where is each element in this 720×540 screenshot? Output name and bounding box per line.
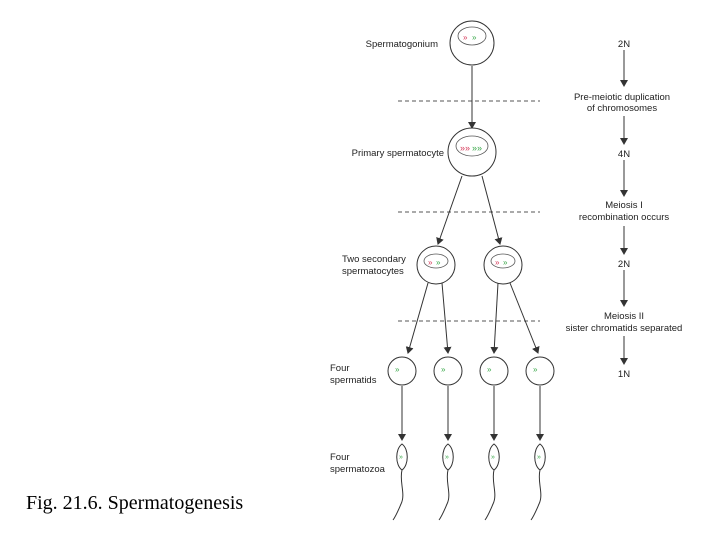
ploidy-secondary: 2N xyxy=(618,259,630,270)
svg-text:»: » xyxy=(463,33,468,42)
spermatozoon xyxy=(530,443,546,521)
primary-spermatocyte-cell: »» »» xyxy=(447,127,497,177)
event-duplication-line1: Pre-meiotic duplication xyxy=(574,92,670,103)
event-meiosis1-line1: Meiosis I xyxy=(605,200,642,211)
spermatid-cell: » xyxy=(387,356,417,386)
label-secondary-line2: spermatocytes xyxy=(342,266,404,277)
svg-text:»: » xyxy=(495,258,500,267)
event-duplication-line2: of chromosomes xyxy=(587,103,657,114)
svg-text:»: » xyxy=(487,365,492,374)
svg-text:»: » xyxy=(491,454,495,461)
label-spermatozoa-line1: Four xyxy=(330,452,350,463)
svg-text:»: » xyxy=(503,258,508,267)
secondary-spermatocyte-cell: » » xyxy=(483,245,523,285)
label-spermatozoa-line2: spermatozoa xyxy=(330,464,386,475)
lineage-arrows xyxy=(398,66,544,441)
label-secondary-line1: Two secondary xyxy=(342,254,406,265)
svg-text:»: » xyxy=(428,258,433,267)
secondary-spermatocyte-cell: » » xyxy=(416,245,456,285)
spermatozoon xyxy=(484,443,500,521)
spermatid-cell: » xyxy=(433,356,463,386)
label-spermatids-line2: spermatids xyxy=(330,375,377,386)
svg-text:»: » xyxy=(436,258,441,267)
event-meiosis2-line2: sister chromatids separated xyxy=(566,323,683,334)
spermatozoon xyxy=(438,443,454,521)
svg-text:»»: »» xyxy=(460,143,470,153)
svg-text:»: » xyxy=(537,454,541,461)
ploidy-primary: 4N xyxy=(618,149,630,160)
svg-text:»: » xyxy=(472,33,477,42)
figure-caption: Fig. 21.6. Spermatogenesis xyxy=(26,492,244,514)
event-meiosis2-line1: Meiosis II xyxy=(604,311,644,322)
svg-text:»: » xyxy=(533,365,538,374)
spermatogonium-cell: » » xyxy=(449,20,495,66)
svg-text:»: » xyxy=(395,365,400,374)
ploidy-spermatogonium: 2N xyxy=(618,39,630,50)
svg-text:»: » xyxy=(399,454,403,461)
label-spermatogonium: Spermatogonium xyxy=(366,39,438,50)
spermatozoon xyxy=(392,443,408,521)
ploidy-spermatids: 1N xyxy=(618,369,630,380)
label-spermatids-line1: Four xyxy=(330,363,350,374)
event-meiosis1-line2: recombination occurs xyxy=(579,212,670,223)
spermatid-cell: » xyxy=(479,356,509,386)
spermatid-cell: » xyxy=(525,356,555,386)
svg-text:»: » xyxy=(445,454,449,461)
svg-text:»»: »» xyxy=(472,143,482,153)
spermatozoa-nuclei: » » » » xyxy=(399,454,541,461)
label-primary-spermatocyte: Primary spermatocyte xyxy=(352,148,444,159)
svg-text:»: » xyxy=(441,365,446,374)
